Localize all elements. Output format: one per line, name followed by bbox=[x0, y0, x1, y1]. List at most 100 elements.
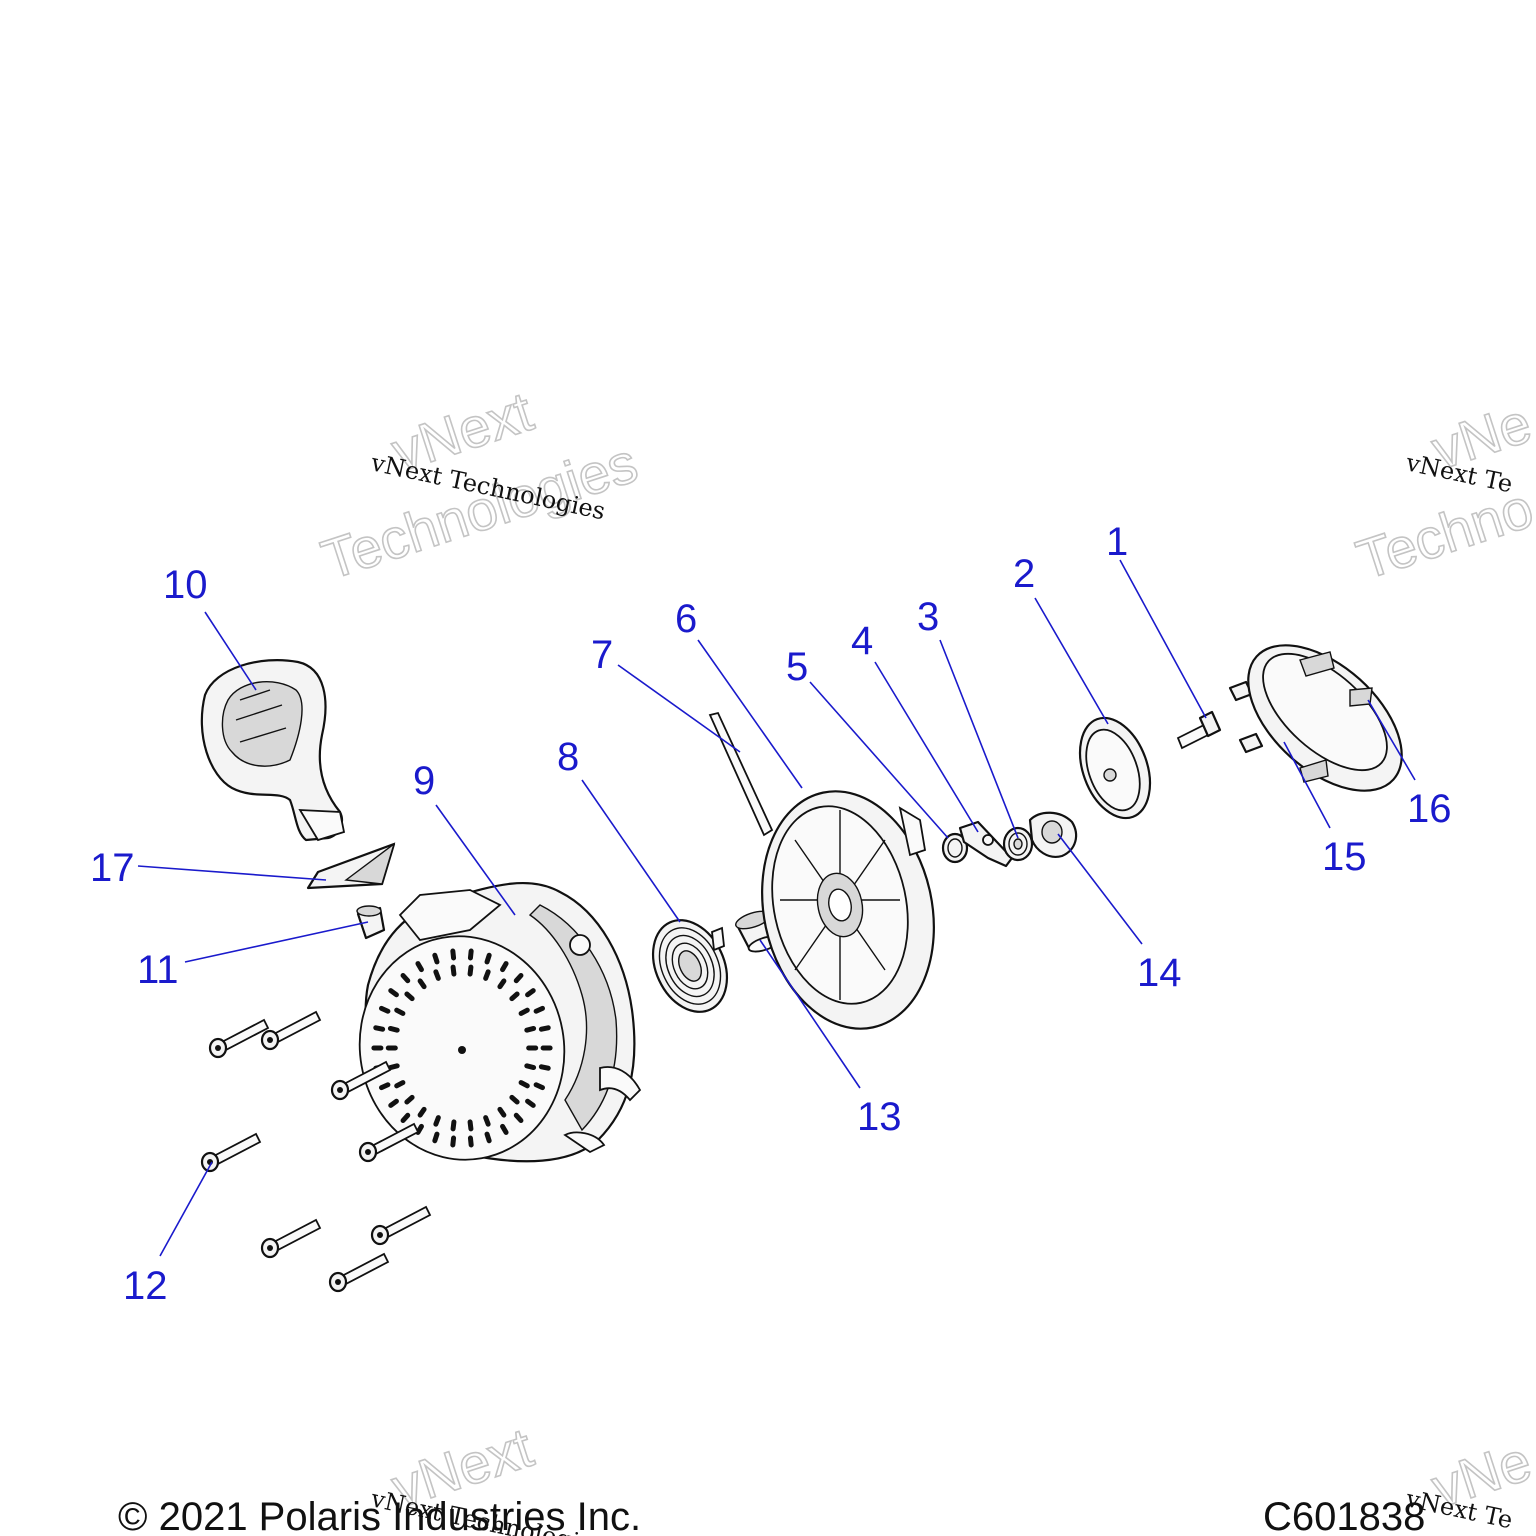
callout-4: 4 bbox=[851, 619, 873, 663]
vent-slot bbox=[497, 978, 507, 990]
vent-slot bbox=[467, 1135, 474, 1148]
vent-slot bbox=[524, 1063, 537, 1071]
vent-slot bbox=[467, 1119, 474, 1132]
vent-slot bbox=[525, 1098, 536, 1108]
housing-bolt bbox=[328, 1252, 390, 1293]
leader-8 bbox=[581, 779, 681, 923]
vent-slot bbox=[404, 1094, 415, 1105]
leader-10 bbox=[204, 611, 257, 691]
vent-slot bbox=[500, 1123, 509, 1135]
callout-6: 6 bbox=[675, 597, 697, 641]
part-12-housing-bolts bbox=[200, 1010, 432, 1293]
part-8-recoil-spring bbox=[652, 919, 728, 1013]
callout-14: 14 bbox=[1137, 951, 1182, 995]
part-5-pawl-spring bbox=[941, 832, 969, 864]
part-17-handle-insert bbox=[306, 842, 396, 890]
callout-17: 17 bbox=[90, 846, 135, 890]
vent-slot bbox=[467, 964, 474, 977]
vent-slot bbox=[404, 991, 415, 1002]
callout-16: 16 bbox=[1407, 787, 1452, 831]
leader-11 bbox=[184, 921, 369, 963]
callout-11: 11 bbox=[137, 948, 179, 992]
vent-slot bbox=[450, 948, 457, 961]
part-11-rope-guide-bushing bbox=[356, 905, 386, 940]
housing-bolt bbox=[370, 1205, 432, 1246]
vent-slot bbox=[524, 1025, 537, 1033]
leader-lines bbox=[137, 559, 1416, 1257]
part-9-recoil-housing bbox=[358, 881, 642, 1163]
housing-bolt bbox=[260, 1218, 322, 1259]
vent-slot bbox=[373, 1025, 386, 1032]
housing-bolt bbox=[260, 1010, 322, 1051]
part-14-friction-plate bbox=[1028, 811, 1078, 858]
part-10-starter-handle bbox=[200, 659, 346, 842]
part-2-cover-plate bbox=[1078, 716, 1152, 820]
vent-slot bbox=[433, 969, 441, 981]
leader-7 bbox=[617, 664, 741, 753]
leader-12 bbox=[159, 1161, 213, 1257]
part-3-coil-spring bbox=[1002, 826, 1034, 862]
housing-bolt bbox=[200, 1132, 262, 1173]
vent-slot bbox=[509, 1094, 520, 1105]
vent-slot bbox=[417, 1106, 427, 1118]
leader-1 bbox=[1119, 559, 1207, 719]
leader-2 bbox=[1034, 597, 1109, 725]
vent-slot bbox=[450, 1119, 457, 1132]
vent-slot bbox=[483, 1115, 491, 1127]
watermark-top-left: vNext Technologies vNext Technologies bbox=[313, 378, 645, 592]
vent-slot bbox=[379, 1005, 391, 1014]
leader-14 bbox=[1057, 833, 1143, 945]
vent-slot bbox=[417, 978, 427, 990]
callout-9: 9 bbox=[413, 759, 435, 803]
vent-slot bbox=[450, 1135, 457, 1148]
vent-slot bbox=[379, 1082, 391, 1091]
vent-slot bbox=[513, 972, 524, 984]
vent-slot bbox=[394, 1080, 406, 1089]
vent-slot bbox=[433, 1115, 441, 1127]
vent-slot bbox=[500, 961, 509, 973]
leader-5 bbox=[809, 681, 949, 839]
vent-slot bbox=[538, 1025, 551, 1032]
callout-2: 2 bbox=[1013, 552, 1035, 596]
vent-slot bbox=[533, 1082, 545, 1091]
watermark-top-right: vNe Techno vNext Te bbox=[1348, 390, 1536, 592]
drawing-id: C601838 bbox=[1263, 1495, 1425, 1536]
vent-slot bbox=[400, 1112, 411, 1124]
leader-9 bbox=[435, 804, 516, 916]
vent-slot bbox=[415, 961, 424, 973]
leader-15 bbox=[1283, 741, 1331, 829]
vent-slot bbox=[484, 952, 492, 965]
leader-3 bbox=[939, 639, 1019, 839]
vent-slot bbox=[388, 1098, 399, 1108]
copyright-notice: © 2021 Polaris Industries Inc. bbox=[118, 1495, 641, 1536]
vent-slot bbox=[387, 1063, 400, 1071]
callout-10: 10 bbox=[163, 563, 208, 607]
callout-13: 13 bbox=[857, 1095, 902, 1139]
vent-slot bbox=[371, 1045, 384, 1051]
part-4-pawl bbox=[958, 820, 1014, 868]
vent-slot bbox=[518, 1007, 530, 1016]
vent-slot bbox=[394, 1007, 406, 1016]
leader-13 bbox=[759, 939, 861, 1089]
vent-slot bbox=[509, 991, 520, 1002]
callout-7: 7 bbox=[591, 633, 613, 677]
housing-bolt bbox=[358, 1122, 420, 1163]
vent-slot bbox=[467, 948, 474, 961]
leader-6 bbox=[697, 639, 803, 789]
part-6-recoil-pulley bbox=[761, 790, 935, 1030]
callout-3: 3 bbox=[917, 595, 939, 639]
callout-1: 1 bbox=[1106, 520, 1128, 564]
vent-slot bbox=[483, 969, 491, 981]
callout-5: 5 bbox=[786, 645, 808, 689]
vent-slot bbox=[432, 952, 440, 965]
part-7-starter-rope bbox=[708, 711, 774, 837]
vent-slot bbox=[484, 1131, 492, 1144]
vent-slot bbox=[525, 988, 536, 998]
vent-slot bbox=[385, 1045, 398, 1051]
vent-slot bbox=[387, 1025, 400, 1033]
vent-slot bbox=[513, 1112, 524, 1124]
vent-slot bbox=[432, 1131, 440, 1144]
callout-12: 12 bbox=[123, 1264, 168, 1308]
vent-slot bbox=[540, 1045, 553, 1051]
part-16-starter-drum bbox=[1247, 644, 1403, 792]
